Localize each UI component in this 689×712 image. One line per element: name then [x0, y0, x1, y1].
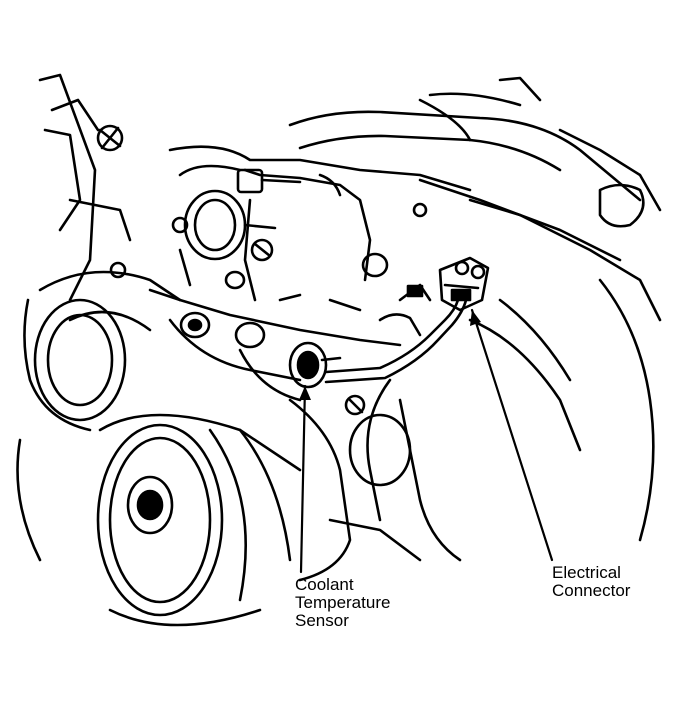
electrical-connector-label: Electrical Connector	[552, 564, 630, 600]
water-pump-housing	[148, 248, 402, 402]
crank-pulley	[96, 413, 302, 627]
coolant-leader-line	[299, 384, 307, 574]
upper-radiator-hose	[288, 76, 662, 228]
upper-pulley	[33, 298, 152, 422]
engine-block-lower	[238, 398, 422, 582]
coolant-label-line2: Temperature	[295, 593, 391, 612]
connector-label-line1: Electrical	[552, 563, 621, 582]
connector-leader-line	[470, 308, 554, 562]
sensor-wire-harness	[324, 283, 468, 384]
leader-lines	[299, 308, 554, 574]
coolant-leader-arrow	[299, 386, 311, 400]
engine-bracket-right	[344, 178, 662, 562]
thermostat-housing	[168, 145, 472, 302]
coolant-label-line3: Sensor	[295, 611, 349, 630]
coolant-temperature-sensor	[288, 341, 342, 389]
connector-label-line2: Connector	[552, 581, 631, 600]
electrical-connector-plug	[438, 256, 490, 312]
coolant-sensor-label: Coolant Temperature Sensor	[295, 576, 390, 630]
engine-block-left	[16, 73, 182, 562]
coolant-label-line1: Coolant	[295, 575, 354, 594]
connector-leader-arrow	[470, 310, 481, 326]
